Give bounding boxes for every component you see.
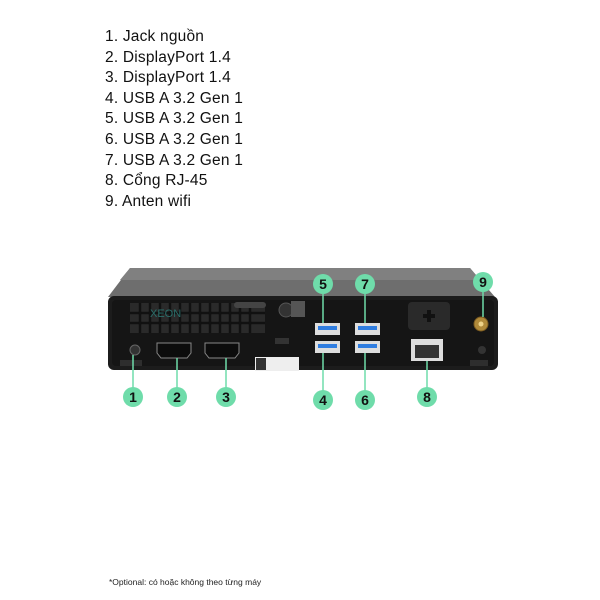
callout-1: 1 xyxy=(123,387,143,407)
watermark-logo: XEON xyxy=(150,308,181,320)
callout-2: 2 xyxy=(167,387,187,407)
port-list-item: 9. Anten wifi xyxy=(105,192,192,210)
thumbscrew xyxy=(278,302,294,318)
displayport-2 xyxy=(204,342,240,359)
callout-9: 9 xyxy=(473,272,493,292)
port-list-item: 2. DisplayPort 1.4 xyxy=(105,48,231,66)
port-list-item: 8. Cổng RJ-45 xyxy=(105,172,208,190)
port-list-item: 3. DisplayPort 1.4 xyxy=(105,69,231,87)
callout-5: 5 xyxy=(313,274,333,294)
callout-7: 7 xyxy=(355,274,375,294)
callout-4: 4 xyxy=(313,390,333,410)
port-list: 1. Jack nguồn 2. DisplayPort 1.4 3. Disp… xyxy=(105,27,243,212)
usb-ports xyxy=(315,323,380,353)
callout-6: 6 xyxy=(355,390,375,410)
callout-3: 3 xyxy=(216,387,236,407)
port-list-item: 4. USB A 3.2 Gen 1 xyxy=(105,89,244,107)
footnote: *Optional: có hoặc không theo từng máy xyxy=(109,577,262,587)
power-jack xyxy=(129,344,141,356)
port-list-item: 7. USB A 3.2 Gen 1 xyxy=(105,151,244,169)
port-list-item: 1. Jack nguồn xyxy=(105,28,205,45)
port-list-item: 5. USB A 3.2 Gen 1 xyxy=(105,110,244,128)
displayport-1 xyxy=(156,342,192,359)
callout-8: 8 xyxy=(417,387,437,407)
port-list-item: 6. USB A 3.2 Gen 1 xyxy=(105,130,244,148)
